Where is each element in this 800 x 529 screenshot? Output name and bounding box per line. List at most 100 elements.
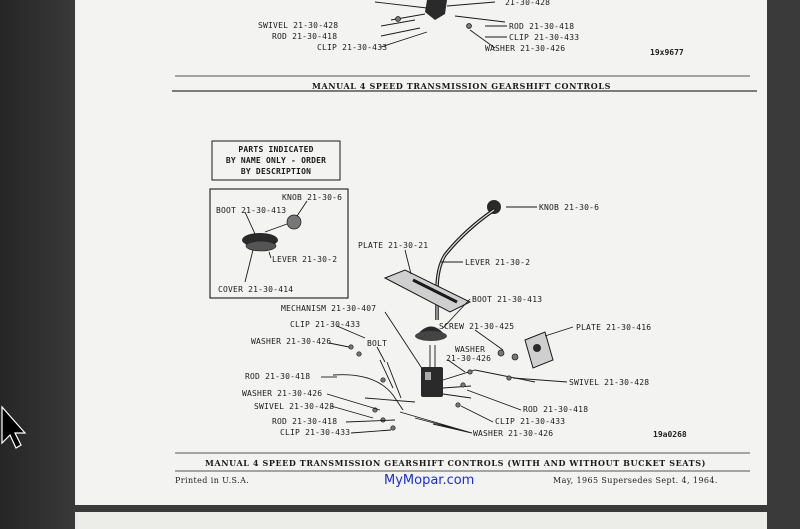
inset-label-cover: COVER 21-30-414 — [218, 285, 293, 294]
mechanism-detail — [425, 372, 431, 380]
leader-bolt — [376, 346, 386, 363]
lever-highlight — [436, 209, 495, 320]
label-boot: BOOT 21-30-413 — [472, 295, 542, 304]
rod-left-part — [332, 374, 404, 411]
main-figure-id: 19a0268 — [653, 430, 687, 439]
mechanism-part — [421, 367, 443, 397]
top-caption: MANUAL 4 SPEED TRANSMISSION GEARSHIFT CO… — [312, 81, 611, 91]
inset-label-lever: LEVER 21-30-2 — [272, 255, 337, 264]
label-screw: SCREW 21-30-425 — [439, 322, 514, 331]
label-washer-mid-2: 21-30-426 — [446, 354, 491, 363]
top-swivel-part — [395, 16, 401, 22]
leader-plate-right — [544, 326, 574, 337]
top-leaders — [380, 19, 507, 49]
leader-mechanism — [384, 311, 424, 371]
top-figure-id: 19x9677 — [650, 48, 684, 57]
note-box-frame — [211, 140, 341, 181]
label-bolt: BOLT — [367, 339, 387, 348]
washer-part-1 — [348, 344, 354, 350]
mouse-cursor-icon — [1, 405, 26, 449]
label-washer-mid-1: WASHER — [455, 345, 485, 354]
label-plate-right: PLATE 21-30-416 — [576, 323, 651, 332]
label-plate-top: PLATE 21-30-21 — [358, 241, 428, 250]
top-label-swivel: SWIVEL 21-30-428 — [258, 21, 338, 30]
top-linkage — [374, 1, 506, 23]
linkage-arms — [442, 385, 472, 399]
inset-label-knob: KNOB 21-30-6 — [282, 193, 342, 202]
next-page-edge — [75, 512, 767, 529]
label-knob: KNOB 21-30-6 — [539, 203, 599, 212]
leader-washer-right — [399, 411, 473, 434]
mechanism-shaft — [429, 345, 436, 367]
screw-part — [497, 349, 505, 357]
top-mechanism — [425, 0, 447, 20]
plate-part — [383, 269, 472, 313]
washer-part-5 — [460, 382, 466, 388]
leader-rod-right — [466, 389, 522, 411]
inset-label-boot: BOOT 21-30-413 — [216, 206, 286, 215]
leader-clip-right — [460, 405, 494, 423]
inset-lever-part — [264, 223, 288, 233]
top-label-rod-left: ROD 21-30-418 — [272, 32, 337, 41]
bolt-part — [379, 359, 402, 399]
inset-leaders — [244, 200, 308, 283]
top-label-rod-right: ROD 21-30-418 — [509, 22, 574, 31]
label-washer-right: WASHER 21-30-426 — [473, 429, 553, 438]
top-figure: 21-30-428 SWIVEL 21-30-428 ROD 21-30-418… — [175, 0, 750, 91]
label-swivel-lower: SWIVEL 21-30-428 — [254, 402, 334, 411]
leader-clip-top — [336, 325, 366, 339]
washer-part-2 — [356, 351, 362, 357]
top-label-clip-right: CLIP 21-30-433 — [509, 33, 579, 42]
clip-part-3 — [455, 402, 461, 408]
note-line-2: BY NAME ONLY - ORDER — [226, 156, 326, 165]
parts-diagram: 21-30-428 SWIVEL 21-30-428 ROD 21-30-418… — [172, 0, 757, 488]
note-line-1: PARTS INDICATED — [238, 145, 313, 154]
label-clip-lower: CLIP 21-30-433 — [280, 428, 350, 437]
main-diagram: KNOB 21-30-6 PLATE 21-30-21 LEVER 21-30-… — [242, 200, 687, 439]
right-plate-hole — [533, 344, 541, 352]
inset-diagram: KNOB 21-30-6 BOOT 21-30-413 LEVER 21-30-… — [209, 188, 349, 299]
note-line-3: BY DESCRIPTION — [241, 167, 311, 176]
label-swivel-right: SWIVEL 21-30-428 — [569, 378, 649, 387]
label-clip-right: CLIP 21-30-433 — [495, 417, 565, 426]
label-mechanism: MECHANISM 21-30-407 — [281, 304, 376, 313]
label-washer-left: WASHER 21-30-426 — [251, 337, 331, 346]
screw-part-2 — [511, 353, 519, 361]
rod-lower-part — [364, 397, 416, 403]
label-clip-top: CLIP 21-30-433 — [290, 320, 360, 329]
inset-cover-part — [245, 240, 277, 252]
leader-washer-mid — [447, 359, 466, 373]
main-caption: MANUAL 4 SPEED TRANSMISSION GEARSHIFT CO… — [205, 458, 706, 468]
leader-boot — [442, 298, 471, 329]
label-rod-right: ROD 21-30-418 — [523, 405, 588, 414]
inset-frame — [209, 188, 349, 299]
top-label-partial: 21-30-428 — [505, 0, 550, 7]
plate-slot — [412, 278, 458, 304]
manual-page: 21-30-428 SWIVEL 21-30-428 ROD 21-30-418… — [75, 0, 767, 505]
clip-part-2 — [390, 425, 396, 431]
label-washer-lower: WASHER 21-30-426 — [242, 389, 322, 398]
leader-washer-lower — [326, 393, 381, 411]
label-rod-lower: ROD 21-30-418 — [272, 417, 337, 426]
watermark: MyMopar.com — [384, 473, 474, 488]
label-lever: LEVER 21-30-2 — [465, 258, 530, 267]
swivel-part — [506, 375, 512, 381]
leader-rod-lower — [345, 419, 396, 423]
leader-swivel-lower — [330, 405, 374, 419]
top-clip-part — [466, 23, 472, 29]
washer-part-6 — [467, 369, 473, 375]
label-rod-left: ROD 21-30-418 — [245, 372, 310, 381]
leader-clip-lower — [350, 429, 392, 434]
boot-base — [415, 331, 447, 341]
footer-printed: Printed in U.S.A. — [175, 476, 249, 485]
leader-swivel-right — [512, 377, 568, 383]
top-label-washer: WASHER 21-30-426 — [485, 44, 565, 53]
rod-right-part — [442, 369, 536, 383]
leader-screw — [474, 329, 504, 351]
washer-part-3 — [380, 377, 386, 383]
inset-knob-part — [286, 214, 302, 230]
note-box: PARTS INDICATED BY NAME ONLY - ORDER BY … — [211, 140, 341, 181]
footer-date: May, 1965 Supersedes Sept. 4, 1964. — [553, 476, 718, 485]
leader-washer-left — [328, 342, 350, 348]
top-label-clip-left: CLIP 21-30-433 — [317, 43, 387, 52]
